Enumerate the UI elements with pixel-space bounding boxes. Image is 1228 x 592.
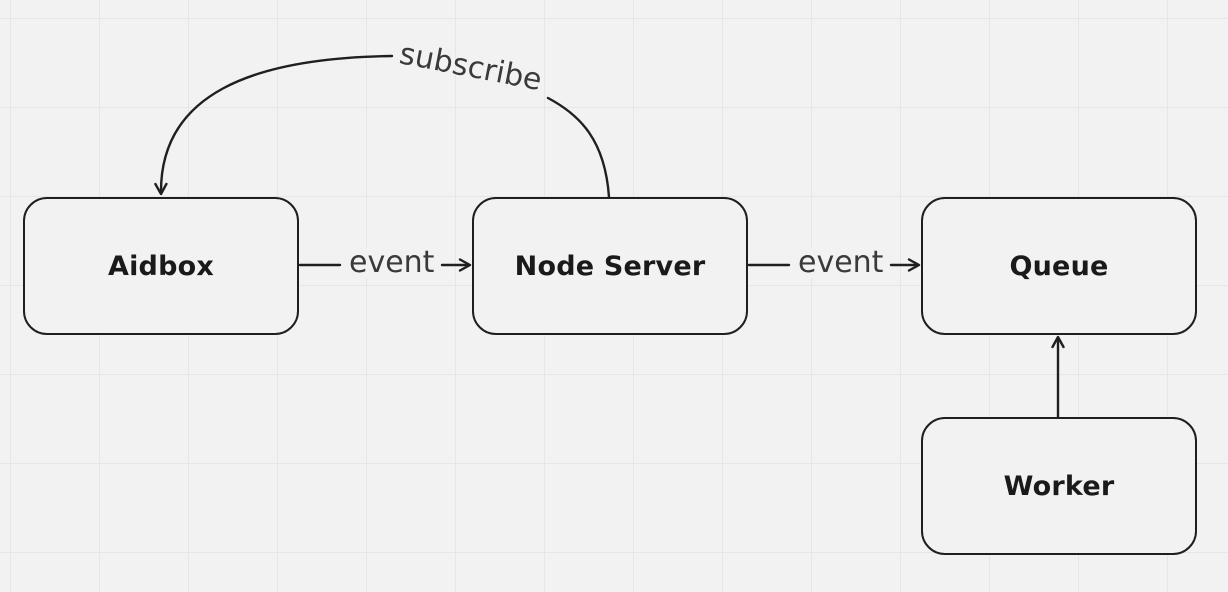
event-label-1: event [346, 248, 438, 278]
worker-node-label: Worker [1003, 470, 1115, 502]
queue-node-label: Queue [1009, 250, 1109, 282]
queue-node[interactable]: Queue [921, 197, 1197, 335]
subscribe-connector [546, 96, 611, 199]
node-server-node[interactable]: Node Server [472, 197, 748, 335]
subscribe-connector-tail [154, 54, 394, 196]
aidbox-node[interactable]: Aidbox [23, 197, 299, 335]
aidbox-node-label: Aidbox [108, 250, 214, 282]
event-label-2: event [795, 248, 887, 278]
worker-node[interactable]: Worker [921, 417, 1197, 555]
node-server-node-label: Node Server [514, 250, 706, 282]
